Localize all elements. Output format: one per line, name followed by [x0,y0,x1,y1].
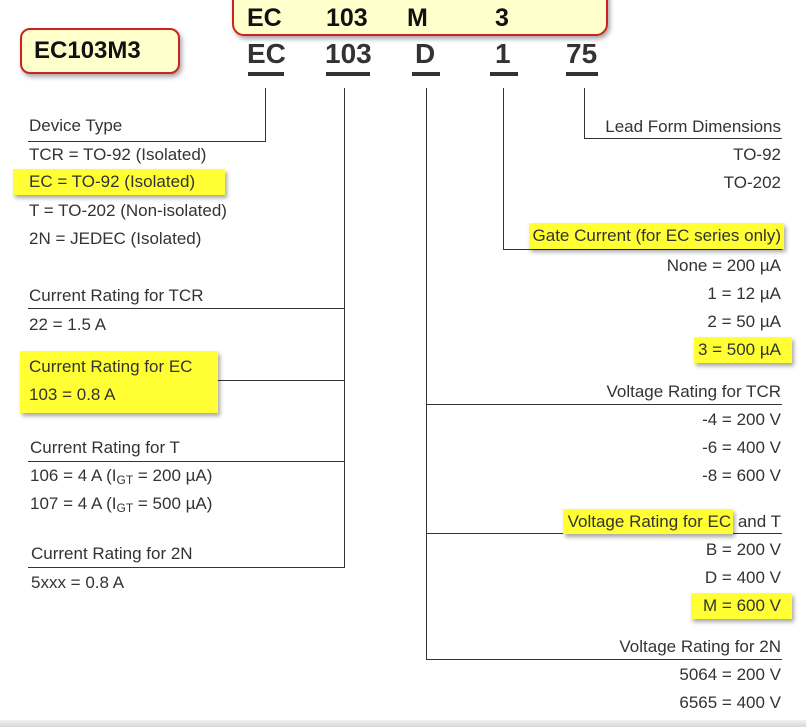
rule-voltage-tcr [426,404,782,405]
voltage-2n-title: Voltage Rating for 2N [619,637,781,656]
gate-current-1: 1 = 12 µA [707,284,781,303]
voltage-tcr-8: -8 = 600 V [702,466,781,485]
current-tcr-item: 22 = 1.5 A [29,315,107,334]
lead-form-to202: TO-202 [723,173,781,192]
underline-gate [490,72,518,76]
voltage-ect-b: B = 200 V [705,540,781,559]
code-lead-form: 75 [566,38,598,69]
code-device-type: EC [247,38,286,69]
top-code-voltage: M [407,4,428,32]
connector-current [344,88,345,568]
part-number-label: EC103M3 [34,37,141,64]
voltage-2n-6565: 6565 = 400 V [679,693,781,712]
device-type-t: T = TO-202 (Non-isolated) [29,201,227,220]
underline-device [248,72,284,76]
voltage-2n-5064: 5064 = 200 V [679,665,781,684]
top-code-callout [232,0,608,36]
rule-voltage-2n [426,659,782,660]
part-number-callout [20,28,180,74]
current-2n-title: Current Rating for 2N [31,544,193,563]
device-type-tcr: TCR = TO-92 (Isolated) [29,145,207,164]
rule-current-tcr [28,308,344,309]
current-tcr-title: Current Rating for TCR [29,286,204,305]
voltage-tcr-4: -4 = 200 V [702,410,781,429]
connector-gate [503,88,504,250]
rule-lead-form [584,138,782,139]
gate-current-2: 2 = 50 µA [707,312,781,331]
connector-voltage [426,88,427,660]
code-voltage-rating: D [415,38,436,69]
rule-current-2n [28,567,344,568]
lead-form-to92: TO-92 [733,145,781,164]
voltage-ect-title: Voltage Rating for EC and T [562,509,781,534]
top-code-gate: 3 [495,4,509,32]
device-type-title: Device Type [29,116,123,135]
current-2n-item: 5xxx = 0.8 A [31,573,125,592]
top-code-device: EC [247,4,282,32]
voltage-ect-m: M = 600 V [691,593,792,619]
bottom-edge [0,720,806,727]
lead-form-title: Lead Form Dimensions [605,117,781,136]
current-ec-item: 103 = 0.8 A [29,385,116,404]
connector-device [265,88,266,142]
code-gate-current: 1 [495,38,511,69]
underline-current [326,72,370,76]
device-type-ec: EC = TO-92 (Isolated) [13,169,226,195]
current-t-item-106: 106 = 4 A (IGT = 200 µA) [30,466,213,487]
rule-current-t [28,461,344,462]
gate-current-3: 3 = 500 µA [693,337,792,363]
rule-gate-current [503,249,782,250]
device-type-2n: 2N = JEDEC (Isolated) [29,229,202,248]
voltage-ect-highlight: Voltage Rating for EC [562,509,734,534]
rule-device-type [28,141,266,142]
gate-current-title: Gate Current (for EC series only) [528,223,784,249]
current-t-item-107: 107 = 4 A (IGT = 500 µA) [30,494,213,515]
top-code-current: 103 [326,4,368,32]
voltage-tcr-6: -6 = 400 V [702,438,781,457]
current-t-title: Current Rating for T [30,438,180,457]
code-current-rating: 103 [325,38,372,69]
current-ec-highlight [20,351,218,413]
current-ec-title: Current Rating for EC [29,357,193,376]
voltage-tcr-title: Voltage Rating for TCR [606,382,782,401]
underline-lead [566,72,598,76]
connector-lead [584,88,585,139]
gate-current-none: None = 200 µA [666,256,781,275]
voltage-ect-d: D = 400 V [704,568,781,587]
underline-voltage [412,72,440,76]
